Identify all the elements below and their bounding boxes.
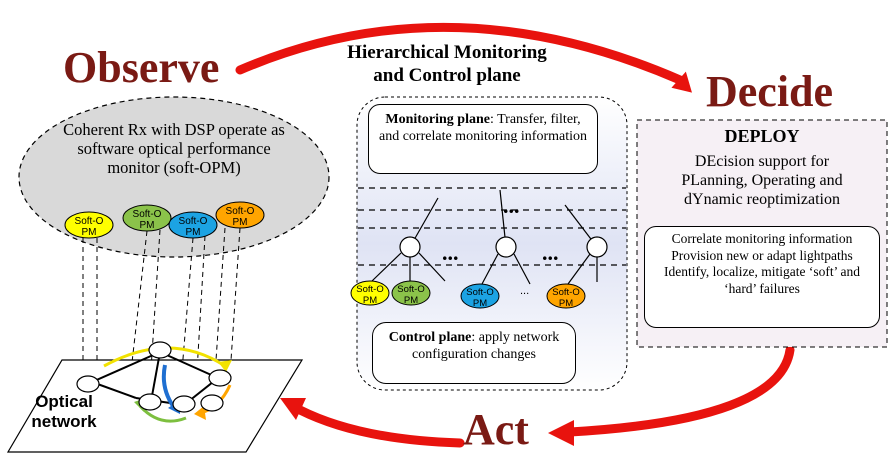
network-node xyxy=(76,375,100,393)
optical-network-diagram xyxy=(6,341,304,453)
panel-opm-label-blue: Soft-OPM xyxy=(466,287,494,309)
ellipsis-small: ... xyxy=(520,285,530,297)
tree-nodes xyxy=(399,236,608,258)
opm-label-green: Soft-OPM xyxy=(132,209,162,231)
hierarchy-title-line1: Hierarchical Monitoring xyxy=(347,42,547,63)
observe-description: Coherent Rx with DSP operate as software… xyxy=(63,120,285,177)
deploy-actions-box: Correlate monitoring information Provisi… xyxy=(644,226,880,328)
network-node xyxy=(200,394,224,412)
arrow-observe-to-decide xyxy=(235,22,685,85)
opm-connectors xyxy=(82,227,241,452)
monitoring-plane-box: Monitoring plane: Transfer, filter, and … xyxy=(368,104,598,174)
opm-label-yellow: Soft-OPM xyxy=(74,216,104,238)
optical-network-label: Optical network xyxy=(31,392,97,431)
panel-opm-label-yellow: Soft-OPM xyxy=(356,284,384,306)
arrowhead-act xyxy=(548,420,574,446)
control-plane-colon: : xyxy=(471,330,479,345)
hierarchy-title: Hierarchical Monitoring and Control plan… xyxy=(322,41,572,87)
network-node xyxy=(172,395,196,413)
cycle-arrows xyxy=(235,22,795,448)
network-node xyxy=(208,369,232,387)
deploy-subtitle: DEcision support for PLanning, Operating… xyxy=(637,152,887,209)
network-node xyxy=(148,341,172,359)
deploy-item-provision: Provision new or adapt lightpaths xyxy=(671,247,853,263)
hierarchy-title-line2: and Control plane xyxy=(373,65,521,86)
ellipsis-upper: ... xyxy=(503,193,520,218)
arrowhead-network xyxy=(280,398,306,420)
control-plane-title: Control plane xyxy=(388,330,472,345)
arrow-decide-to-act xyxy=(565,345,795,437)
control-plane-box: Control plane: apply network configurati… xyxy=(372,322,576,384)
arrowhead-decide xyxy=(671,71,692,93)
control-plane-text: apply network configuration changes xyxy=(411,330,560,362)
observe-label: Observe xyxy=(63,43,220,92)
opm-label-blue: Soft-OPM xyxy=(178,216,208,238)
network-node xyxy=(138,393,162,411)
opm-label-orange: Soft-OPM xyxy=(225,206,255,228)
panel-opm-label-green: Soft-OPM xyxy=(397,284,425,306)
monitoring-plane-colon: : xyxy=(489,112,494,127)
deploy-item-correlate: Correlate monitoring information xyxy=(671,231,853,246)
decide-label: Decide xyxy=(706,67,834,116)
observe-opm-group xyxy=(64,201,265,239)
panel-opm-group xyxy=(350,280,586,309)
panel-opm-label-orange: Soft-OPM xyxy=(552,287,580,309)
opm-yellow-oval xyxy=(64,211,114,239)
deploy-subtitle-line3: dYnamic reoptimization xyxy=(684,191,840,208)
arrow-act-to-network xyxy=(295,405,465,448)
deploy-title: DEPLOY xyxy=(724,126,800,146)
deploy-subtitle-line2: PLanning, Operating and xyxy=(681,172,843,189)
deploy-item-failures: Identify, localize, mitigate ‘soft’ and … xyxy=(663,264,861,296)
ellipsis-mid-left: ... xyxy=(442,240,459,265)
act-label: Act xyxy=(463,405,529,454)
monitoring-plane-title: Monitoring plane xyxy=(385,112,490,127)
monitoring-plane-text: Transfer, filter, and correlate monitori… xyxy=(379,112,587,144)
ellipsis-mid-right: ... xyxy=(542,240,559,265)
deploy-subtitle-line1: DEcision support for xyxy=(694,153,830,170)
